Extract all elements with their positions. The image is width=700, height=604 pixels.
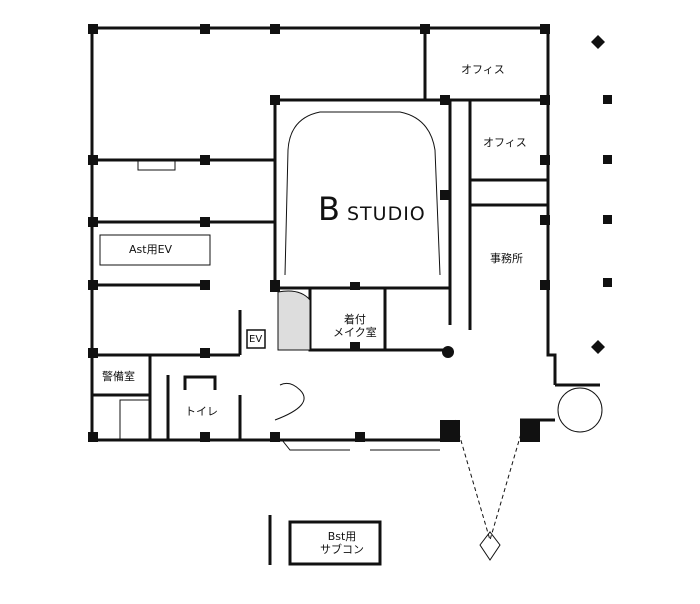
studio-curve <box>99 111 603 561</box>
columns[interactable] <box>88 24 612 442</box>
room-b-studio: B STUDIO <box>318 190 426 228</box>
studio-letter: B <box>318 190 340 228</box>
room-subcon: Bst用サブコン <box>320 530 364 556</box>
room-office-mid: オフィス <box>483 136 527 149</box>
kitsuke-line1: 着付 <box>343 313 366 326</box>
walls <box>90 26 600 566</box>
room-toilet: トイレ <box>185 405 218 418</box>
subcon-line2: サブコン <box>320 543 364 556</box>
kitsuke-line2: メイク室 <box>333 326 377 339</box>
room-kitsuke: 着付メイク室 <box>333 313 377 339</box>
studio-word: STUDIO <box>347 203 426 225</box>
room-jimusho: 事務所 <box>490 252 523 265</box>
room-keibi: 警備室 <box>102 370 135 383</box>
room-ev: EV <box>249 334 263 345</box>
room-ast-ev: Ast用EV <box>129 243 173 256</box>
subcon-line1: Bst用 <box>327 530 357 543</box>
room-office-top: オフィス <box>461 63 505 76</box>
